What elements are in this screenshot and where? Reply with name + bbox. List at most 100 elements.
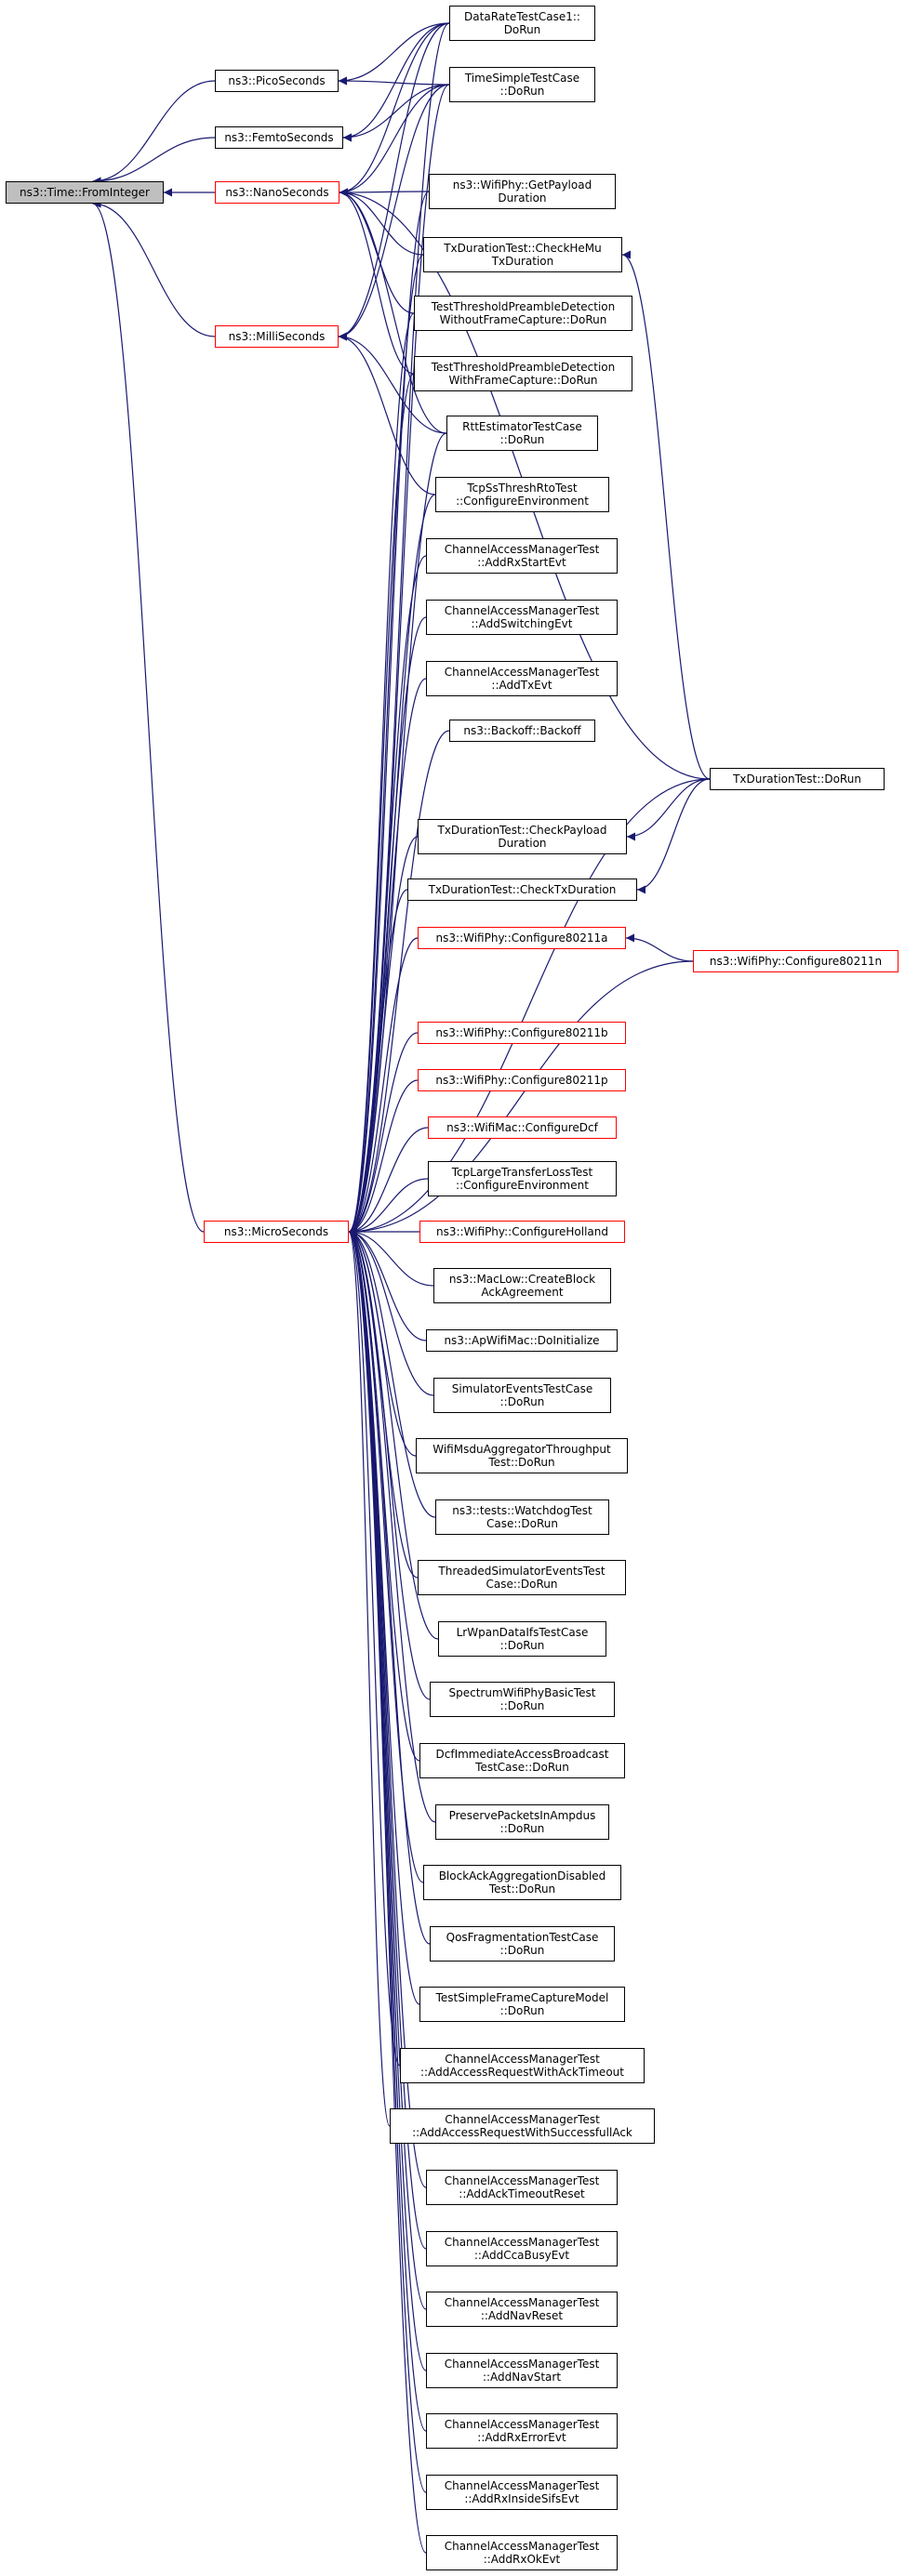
node-addrxinsidesifs[interactable]: ChannelAccessManagerTest ::AddRxInsideSi…: [426, 2475, 618, 2510]
edge-checkpayload-to-microseconds: [348, 836, 419, 1236]
node-configure80211a[interactable]: ns3::WifiPhy::Configure80211a: [418, 927, 626, 949]
node-label: ns3::FemtoSeconds: [224, 131, 334, 144]
edge-txdurationdorun-to-checkpayload: [626, 778, 711, 841]
node-addrxerror[interactable]: ChannelAccessManagerTest ::AddRxErrorEvt: [426, 2413, 618, 2449]
edge-rttestimator-to-milliseconds: [338, 332, 447, 434]
node-label: ns3::MicroSeconds: [223, 1225, 329, 1238]
node-label: ChannelAccessManagerTest ::AddRxErrorEvt: [444, 2418, 600, 2444]
edge-configure80211n-to-configure80211a: [625, 933, 694, 962]
edge-configure80211a-to-microseconds: [348, 937, 419, 1236]
node-tcpssthresh[interactable]: TcpSsThreshRtoTest ::ConfigureEnvironmen…: [435, 477, 609, 512]
node-frominteger: ns3::Time::FromInteger: [6, 181, 164, 204]
node-checkhemu[interactable]: TxDurationTest::CheckHeMu TxDuration: [423, 237, 622, 272]
edge-rttestimator-to-nanoseconds: [339, 188, 447, 434]
edge-picoseconds-to-frominteger: [92, 80, 216, 186]
node-qosfragmentation[interactable]: QosFragmentationTestCase ::DoRun: [430, 1926, 615, 1962]
node-label: TestThresholdPreambleDetection WithoutFr…: [431, 300, 616, 326]
node-label: ChannelAccessManagerTest ::AddCcaBusyEvt: [444, 2236, 600, 2262]
node-configure80211p[interactable]: ns3::WifiPhy::Configure80211p: [418, 1069, 626, 1091]
node-addccabusy[interactable]: ChannelAccessManagerTest ::AddCcaBusyEvt: [426, 2231, 618, 2266]
node-microseconds[interactable]: ns3::MicroSeconds: [204, 1221, 349, 1243]
node-watchdogtest[interactable]: ns3::tests::WatchdogTest Case::DoRun: [435, 1499, 609, 1535]
node-addrxok[interactable]: ChannelAccessManagerTest ::AddRxOkEvt: [426, 2535, 618, 2570]
node-timesimpletest[interactable]: TimeSimpleTestCase ::DoRun: [449, 67, 595, 102]
node-addswitching[interactable]: ChannelAccessManagerTest ::AddSwitchingE…: [426, 600, 618, 635]
edge-addrxstart-to-microseconds: [348, 555, 427, 1236]
node-simulatorevents[interactable]: SimulatorEventsTestCase ::DoRun: [433, 1378, 611, 1413]
node-label: ChannelAccessManagerTest ::AddAccessRequ…: [420, 2053, 624, 2079]
node-label: ns3::NanoSeconds: [225, 186, 329, 199]
node-configure80211n[interactable]: ns3::WifiPhy::Configure80211n: [693, 950, 898, 972]
node-label: ChannelAccessManagerTest ::AddNavReset: [444, 2296, 600, 2322]
edge-qosfragmentation-to-microseconds: [348, 1227, 431, 1945]
node-rttestimator[interactable]: RttEstimatorTestCase ::DoRun: [446, 416, 598, 451]
node-label: ThreadedSimulatorEventsTest Case::DoRun: [438, 1565, 606, 1591]
edge-addtxevt-to-microseconds: [348, 678, 427, 1236]
node-label: ns3::WifiMac::ConfigureDcf: [446, 1121, 598, 1134]
node-spectrumwifiphy[interactable]: SpectrumWifiPhyBasicTest ::DoRun: [430, 1682, 615, 1717]
node-label: ns3::MilliSeconds: [228, 330, 326, 343]
node-dataratetest[interactable]: DataRateTestCase1:: DoRun: [449, 6, 595, 41]
node-dcfimmediate[interactable]: DcfImmediateAccessBroadcast TestCase::Do…: [419, 1743, 625, 1778]
edge-timesimpletest-to-picoseconds: [338, 76, 450, 86]
node-label: ns3::Backoff::Backoff: [463, 724, 581, 737]
node-label: TxDurationTest::CheckTxDuration: [428, 883, 617, 896]
node-addrxstart[interactable]: ChannelAccessManagerTest ::AddRxStartEvt: [426, 538, 618, 574]
node-picoseconds[interactable]: ns3::PicoSeconds: [215, 70, 339, 92]
node-preservepackets[interactable]: PreservePacketsInAmpdus ::DoRun: [435, 1804, 609, 1840]
node-msduaggregator[interactable]: WifiMsduAggregatorThroughput Test::DoRun: [416, 1438, 628, 1473]
edge-apwifimacinit-to-microseconds: [348, 1227, 427, 1341]
node-checkpayload[interactable]: TxDurationTest::CheckPayload Duration: [418, 819, 627, 854]
node-femtoseconds[interactable]: ns3::FemtoSeconds: [215, 126, 343, 149]
edge-addrxerror-to-microseconds: [348, 1227, 427, 2432]
node-configureholland[interactable]: ns3::WifiPhy::ConfigureHolland: [419, 1221, 625, 1243]
node-addaccesssuccessfull[interactable]: ChannelAccessManagerTest ::AddAccessRequ…: [390, 2108, 655, 2144]
node-blockackdisabled[interactable]: BlockAckAggregationDisabled Test::DoRun: [423, 1865, 621, 1900]
node-label: ChannelAccessManagerTest ::AddTxEvt: [444, 666, 600, 692]
node-apwifimacinit[interactable]: ns3::ApWifiMac::DoInitialize: [426, 1329, 618, 1352]
node-backoff[interactable]: ns3::Backoff::Backoff: [449, 720, 595, 742]
node-label: ns3::WifiPhy::ConfigureHolland: [436, 1225, 608, 1238]
node-label: ChannelAccessManagerTest ::AddRxStartEvt: [444, 543, 600, 569]
node-label: ns3::PicoSeconds: [228, 74, 326, 87]
node-addnavstart[interactable]: ChannelAccessManagerTest ::AddNavStart: [426, 2353, 618, 2388]
node-configure80211b[interactable]: ns3::WifiPhy::Configure80211b: [418, 1022, 626, 1044]
edge-preamblewithout-to-microseconds: [348, 312, 415, 1236]
edge-preamblewith-to-microseconds: [348, 373, 415, 1236]
node-label: ns3::WifiPhy::Configure80211p: [435, 1074, 608, 1087]
edge-femtoseconds-to-frominteger: [92, 137, 216, 186]
node-tcplargetransfer[interactable]: TcpLargeTransferLossTest ::ConfigureEnvi…: [428, 1161, 617, 1196]
edge-milliseconds-to-frominteger: [92, 199, 216, 337]
node-getpayloadduration[interactable]: ns3::WifiPhy::GetPayload Duration: [429, 174, 616, 209]
node-threadedsimulator[interactable]: ThreadedSimulatorEventsTest Case::DoRun: [418, 1560, 626, 1595]
node-label: ChannelAccessManagerTest ::AddSwitchingE…: [444, 604, 600, 630]
node-preamblewithout[interactable]: TestThresholdPreambleDetection WithoutFr…: [414, 296, 632, 331]
node-label: ns3::WifiPhy::Configure80211n: [709, 955, 883, 968]
node-addacktimeoutreset[interactable]: ChannelAccessManagerTest ::AddAckTimeout…: [426, 2170, 618, 2205]
node-txdurationdorun[interactable]: TxDurationTest::DoRun: [710, 768, 885, 790]
node-addnavreset[interactable]: ChannelAccessManagerTest ::AddNavReset: [426, 2292, 618, 2327]
node-checktxduration[interactable]: TxDurationTest::CheckTxDuration: [407, 878, 637, 901]
node-label: PreservePacketsInAmpdus ::DoRun: [448, 1809, 596, 1835]
node-configuredcf[interactable]: ns3::WifiMac::ConfigureDcf: [428, 1116, 617, 1139]
edge-addaccesssuccessfull-to-microseconds: [348, 1227, 391, 2127]
node-addtxevt[interactable]: ChannelAccessManagerTest ::AddTxEvt: [426, 661, 618, 696]
node-label: ns3::WifiPhy::GetPayload Duration: [452, 178, 592, 205]
node-label: TxDurationTest::CheckHeMu TxDuration: [444, 242, 602, 268]
node-label: TcpSsThreshRtoTest ::ConfigureEnvironmen…: [456, 482, 589, 508]
edge-timesimpletest-to-femtoseconds: [342, 84, 450, 142]
node-nanoseconds[interactable]: ns3::NanoSeconds: [215, 181, 339, 204]
node-label: QosFragmentationTestCase ::DoRun: [446, 1931, 599, 1957]
node-lrwpandataifs[interactable]: LrWpanDataIfsTestCase ::DoRun: [438, 1621, 606, 1657]
edge-addrxok-to-microseconds: [348, 1227, 427, 2554]
node-label: ChannelAccessManagerTest ::AddRxInsideSi…: [444, 2479, 600, 2505]
node-simpleframecapture[interactable]: TestSimpleFrameCaptureModel ::DoRun: [419, 1987, 625, 2022]
node-milliseconds[interactable]: ns3::MilliSeconds: [215, 325, 339, 348]
node-label: ns3::MacLow::CreateBlock AckAgreement: [448, 1273, 596, 1299]
node-label: ns3::ApWifiMac::DoInitialize: [444, 1334, 600, 1347]
edge-watchdogtest-to-microseconds: [348, 1227, 436, 1518]
node-preamblewith[interactable]: TestThresholdPreambleDetection WithFrame…: [414, 356, 632, 391]
node-addaccessacktimeout[interactable]: ChannelAccessManagerTest ::AddAccessRequ…: [400, 2048, 645, 2083]
node-label: ns3::tests::WatchdogTest Case::DoRun: [452, 1504, 592, 1530]
node-createblockack[interactable]: ns3::MacLow::CreateBlock AckAgreement: [433, 1268, 611, 1303]
